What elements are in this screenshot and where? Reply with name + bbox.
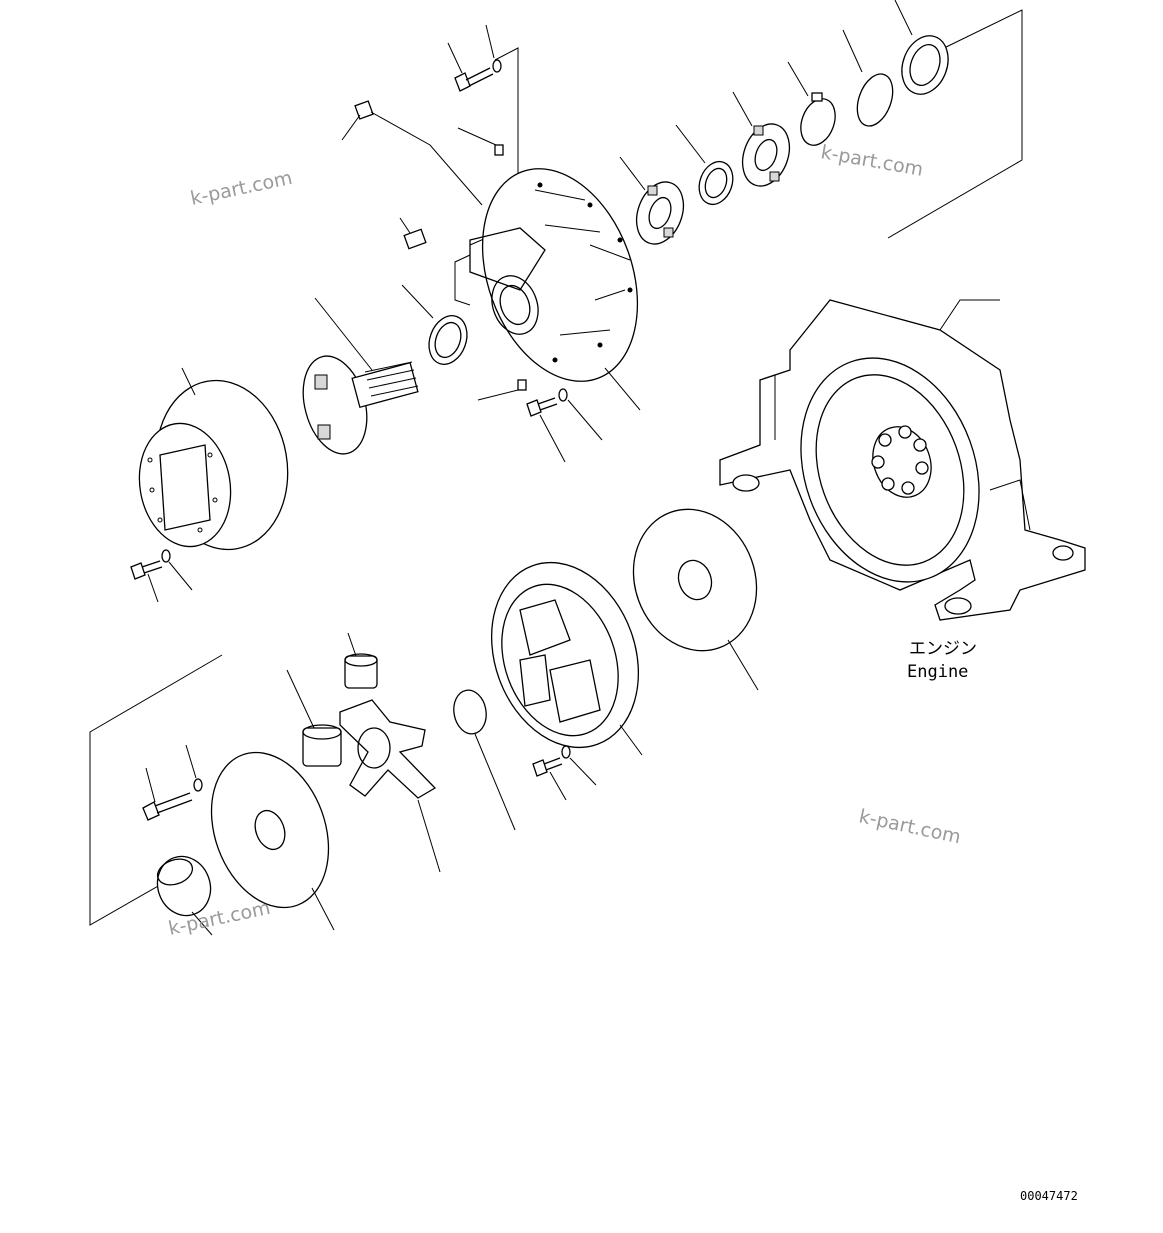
bushing-upper xyxy=(344,632,378,689)
washer-drum xyxy=(161,549,193,591)
drive-plate-left xyxy=(210,751,335,931)
bolt-housing xyxy=(526,397,566,463)
bearing-outer xyxy=(732,91,791,187)
washer-housing xyxy=(558,388,603,441)
group-bracket-bottom-left xyxy=(89,654,223,926)
bearing-spacer xyxy=(675,124,734,206)
seal-ring xyxy=(401,284,468,365)
drive-plate-right xyxy=(632,508,759,691)
flywheel-housing xyxy=(490,561,643,756)
snap-ring-large xyxy=(842,29,894,127)
plug-top xyxy=(341,100,483,206)
spider-hub xyxy=(339,699,441,873)
bolt-drum xyxy=(130,560,163,603)
bolt-top xyxy=(447,42,494,92)
drawing-code: 00047472 xyxy=(1020,1189,1078,1203)
washer-plate-left xyxy=(185,744,203,792)
bushing-lower xyxy=(286,669,342,767)
bearing-inner xyxy=(619,156,685,245)
engine-block xyxy=(719,299,1086,621)
grease-nipple-top xyxy=(457,127,504,156)
pump-housing xyxy=(469,168,641,411)
bolt-housing-lower xyxy=(532,757,567,801)
grease-nipple-bottom xyxy=(477,379,527,401)
input-shaft-flange xyxy=(302,297,419,455)
washer-top xyxy=(485,24,502,73)
engine-label-en: Engine xyxy=(907,662,968,682)
coupling-drum xyxy=(138,367,289,551)
watermark: k-part.com xyxy=(188,167,294,210)
watermark: k-part.com xyxy=(819,141,925,181)
sleeve-left xyxy=(156,855,213,936)
cover-disc xyxy=(453,689,516,831)
snap-ring-small xyxy=(787,61,836,146)
washer-housing-lower xyxy=(561,745,597,786)
group-bracket-top-right xyxy=(887,9,1023,239)
bolt-plate-left xyxy=(142,767,193,821)
watermark: k-part.com xyxy=(857,805,963,848)
plug-mid xyxy=(399,217,427,250)
retainer-seal xyxy=(894,0,949,95)
engine-label-jp: エンジン xyxy=(909,639,977,659)
